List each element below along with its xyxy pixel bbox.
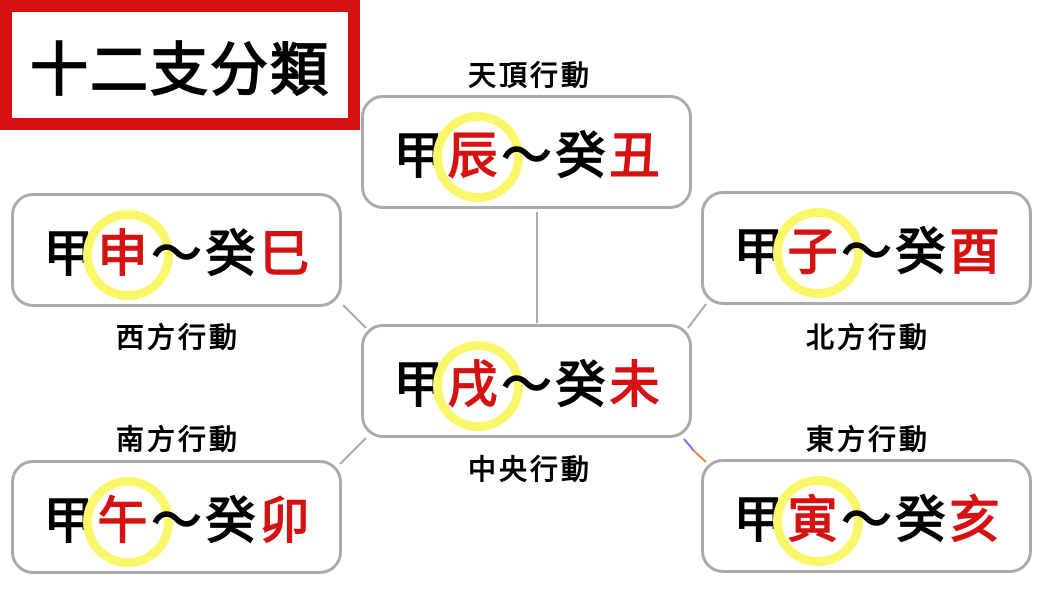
tilde: ～ <box>151 491 202 550</box>
branch-end: 卯 <box>259 491 310 550</box>
label-top: 天頂行動 <box>467 59 592 92</box>
stem-end: 癸 <box>555 126 606 185</box>
title-char: 類 <box>270 36 331 104</box>
branch-end: 酉 <box>949 222 1000 281</box>
node-west: 甲申～癸巳 <box>11 193 342 307</box>
node-east: 甲寅～癸亥 <box>701 459 1032 573</box>
label-east: 東方行動 <box>805 423 930 456</box>
stem-end: 癸 <box>895 222 946 281</box>
title-char: 分 <box>210 36 271 104</box>
label-center: 中央行動 <box>467 453 592 486</box>
branch-end: 丑 <box>609 126 660 185</box>
branch-start-highlighted: 子 <box>772 208 863 298</box>
node-top: 甲辰～癸丑 <box>361 95 692 209</box>
label-north: 北方行動 <box>805 321 930 354</box>
label-south: 南方行動 <box>115 423 240 456</box>
connector-east-a <box>683 438 695 452</box>
branch-start-highlighted: 辰 <box>432 112 523 202</box>
title-char-highlighted: 支 <box>139 23 231 115</box>
node-south: 甲午～癸卯 <box>11 460 342 574</box>
label-west: 西方行動 <box>115 321 240 354</box>
tilde: ～ <box>501 126 552 185</box>
stem-end: 癸 <box>205 224 256 283</box>
branch-start-highlighted: 寅 <box>772 476 863 566</box>
branch-end: 亥 <box>949 490 1000 549</box>
connector-east-b <box>693 450 707 463</box>
connector-west <box>342 304 367 329</box>
title-char: 二 <box>89 36 150 104</box>
node-north: 甲子～癸酉 <box>701 191 1032 305</box>
branch-end: 未 <box>609 355 660 414</box>
branch-start-highlighted: 午 <box>82 477 173 567</box>
tilde: ～ <box>841 222 892 281</box>
stem-end: 癸 <box>555 355 606 414</box>
branch-start-highlighted: 申 <box>82 210 173 300</box>
branch-start-highlighted: 戌 <box>432 341 523 431</box>
tilde: ～ <box>151 224 202 283</box>
node-center: 甲戌～癸未 <box>361 324 692 438</box>
tilde: ～ <box>841 490 892 549</box>
diagram-title: 十 二 支 分 類 <box>0 0 360 130</box>
connector-south <box>339 437 367 465</box>
stem-end: 癸 <box>205 491 256 550</box>
title-char: 十 <box>29 36 90 104</box>
tilde: ～ <box>501 355 552 414</box>
stem-end: 癸 <box>895 490 946 549</box>
connector-north <box>687 303 707 329</box>
branch-end: 巳 <box>259 224 310 283</box>
